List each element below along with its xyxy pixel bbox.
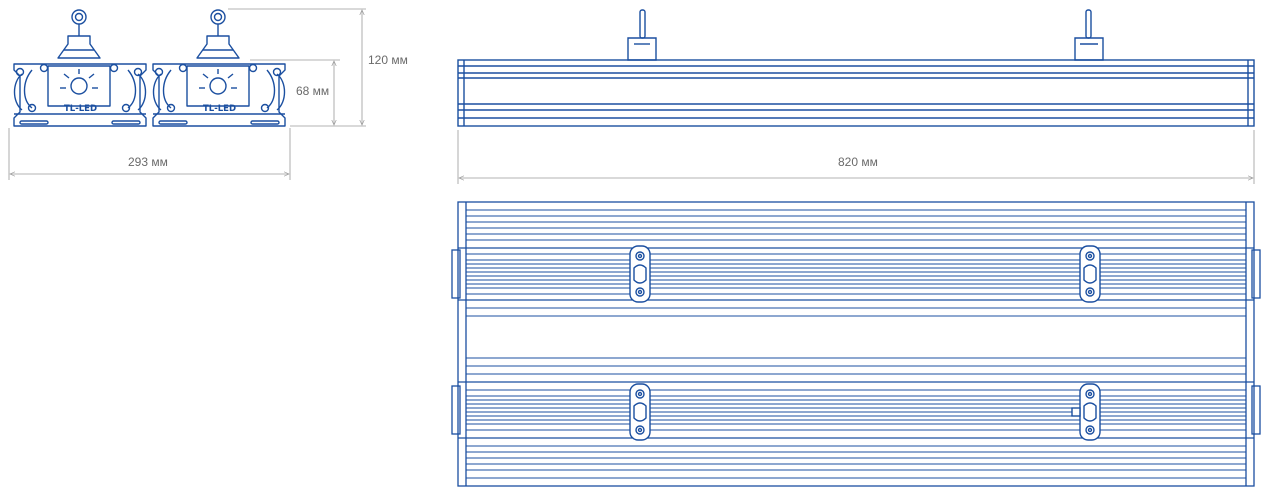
top-view-fins-3 bbox=[466, 307, 1246, 375]
top-view-fins-1 bbox=[466, 209, 1246, 241]
logo-text-left: TL-LED bbox=[64, 104, 97, 114]
side-view-dimensions bbox=[457, 130, 1255, 184]
mount-bracket-4 bbox=[1071, 383, 1101, 441]
top-view-fins-4 bbox=[466, 389, 1246, 431]
top-view bbox=[451, 201, 1261, 487]
side-view-hanger-left bbox=[627, 9, 657, 61]
end-view-dimensions bbox=[8, 8, 366, 180]
logo-text-right: TL-LED bbox=[203, 104, 236, 114]
side-view-body bbox=[457, 59, 1255, 127]
dimension-width: 293 мм bbox=[128, 155, 168, 169]
mount-bracket-2 bbox=[1079, 245, 1101, 303]
end-view-module-right bbox=[152, 9, 286, 127]
top-view-fins-5 bbox=[466, 445, 1246, 479]
mount-bracket-1 bbox=[629, 245, 651, 303]
dimension-height-body: 68 мм bbox=[296, 84, 329, 98]
dimension-length: 820 мм bbox=[838, 155, 878, 169]
end-view-module-left bbox=[13, 9, 147, 127]
side-view bbox=[457, 9, 1255, 127]
top-view-frame bbox=[457, 201, 1255, 487]
mount-bracket-3 bbox=[629, 383, 651, 441]
top-view-fins-2 bbox=[466, 253, 1246, 295]
end-view bbox=[13, 9, 286, 127]
dimension-height-total: 120 мм bbox=[368, 53, 408, 67]
side-view-hanger-right bbox=[1074, 9, 1104, 61]
top-view-brackets bbox=[629, 245, 1101, 441]
